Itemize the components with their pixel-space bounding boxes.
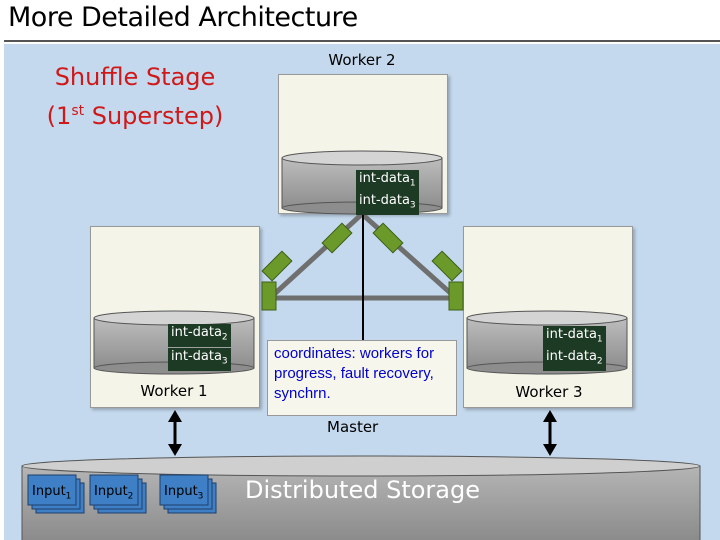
worker-1-label: Worker 1 (140, 382, 208, 400)
worker-2-data-tag-1: int-data1 (356, 170, 419, 193)
subtitle-line-1: Shuffle Stage (54, 63, 216, 91)
master-label: Master (327, 418, 379, 436)
worker-3-data-tag-1: int-data1 (543, 326, 606, 349)
input-3-label: Input3 (164, 484, 204, 502)
title-divider (4, 40, 720, 42)
input-2-label: Input2 (94, 484, 134, 502)
input-cards (27, 474, 217, 514)
worker-1-data-tag-2: int-data3 (168, 348, 231, 371)
connector-plugs (261, 222, 464, 311)
worker-3-data-tag-2: int-data2 (543, 348, 606, 371)
worker-3-label: Worker 3 (515, 383, 583, 401)
distributed-storage-label: Distributed Storage (245, 476, 480, 504)
master-node (267, 340, 457, 416)
master-description: coordinates: workers for progress, fault… (274, 345, 435, 402)
input-1-label: Input1 (32, 484, 72, 502)
worker-1-data-tag-1: int-data2 (168, 324, 231, 347)
worker-2-data-tag-2: int-data3 (356, 192, 419, 215)
subtitle-line-2: (1st Superstep) (46, 102, 224, 130)
stage-subtitle: Shuffle Stage (1st Superstep) (30, 60, 240, 133)
page-title: More Detailed Architecture (8, 2, 358, 33)
worker-2-label: Worker 2 (328, 51, 396, 69)
storage-arrows (168, 410, 557, 456)
